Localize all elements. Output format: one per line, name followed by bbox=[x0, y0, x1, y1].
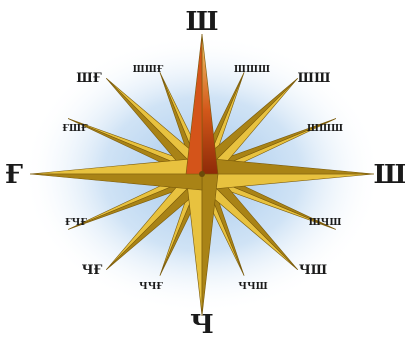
label-northeast: ШШ bbox=[298, 71, 331, 86]
label-nne: ШШШ bbox=[234, 64, 270, 75]
label-southwest: ЧҒ bbox=[82, 263, 103, 278]
label-ese: ШЧШ bbox=[309, 217, 342, 228]
label-southeast: ЧШ bbox=[299, 263, 327, 278]
label-nnw: ШШҒ bbox=[133, 64, 164, 75]
label-south: Ч bbox=[190, 310, 214, 340]
label-north: Ш bbox=[186, 7, 219, 37]
label-west: Ғ bbox=[5, 160, 23, 190]
label-wnw: ҒШҒ bbox=[62, 123, 88, 134]
label-sse: ЧЧШ bbox=[238, 281, 267, 292]
label-northwest: ШҒ bbox=[76, 71, 101, 86]
label-ssw: ЧЧҒ bbox=[139, 281, 163, 292]
compass-center bbox=[199, 171, 205, 177]
label-ene: ШШШ bbox=[307, 123, 343, 134]
label-wsw: ҒЧҒ bbox=[65, 217, 87, 228]
label-east: Ш bbox=[374, 160, 405, 190]
